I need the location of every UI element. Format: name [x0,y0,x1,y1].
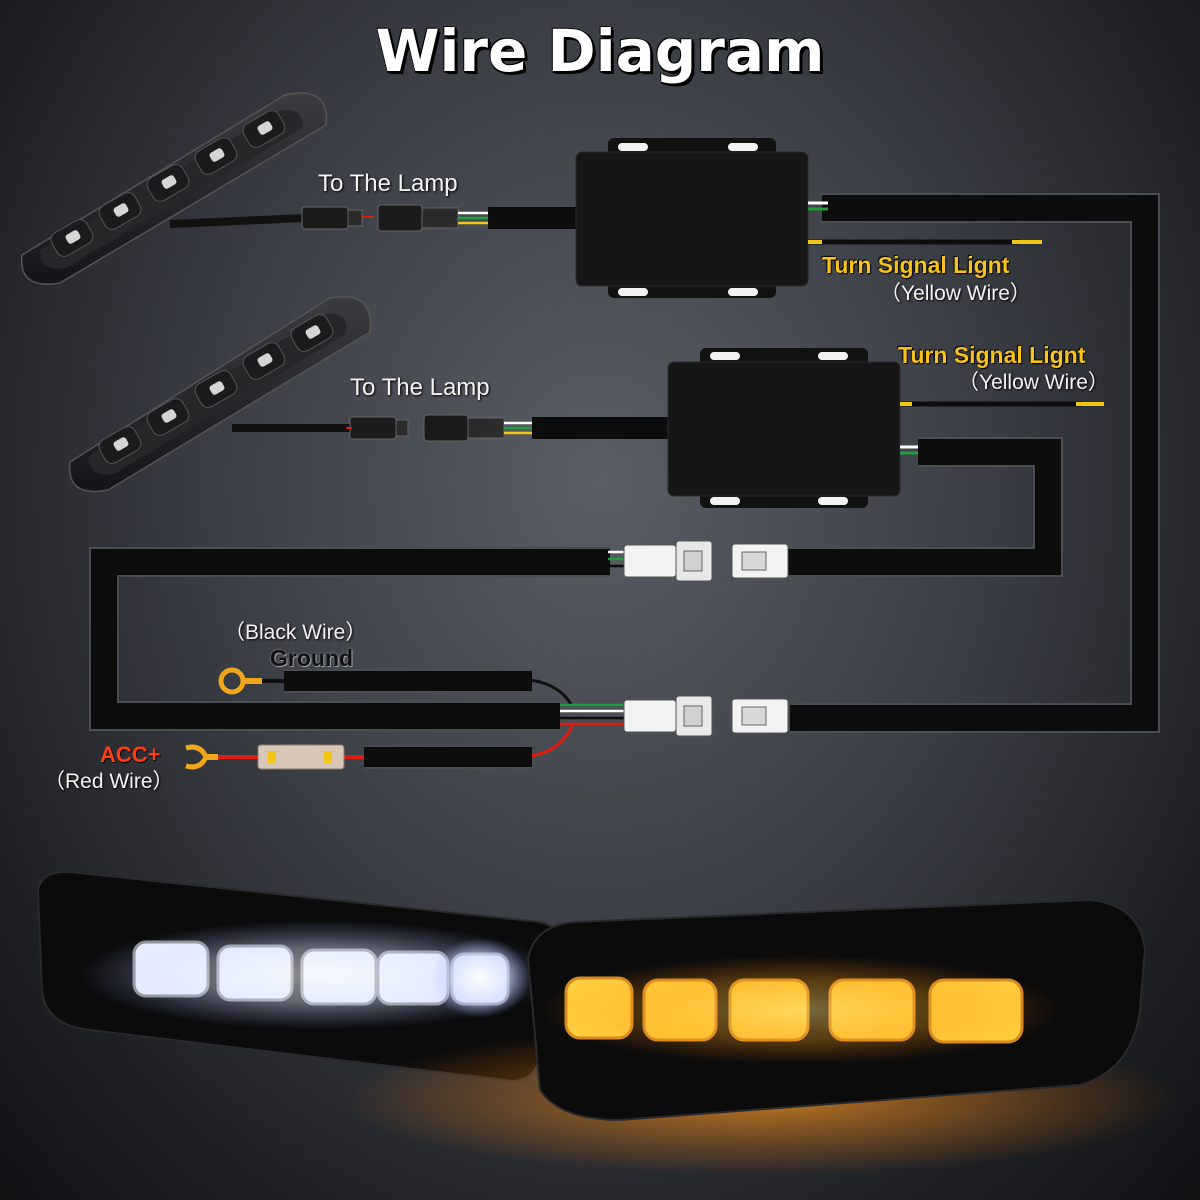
black-wire-label: （Black Wire） [224,621,367,644]
lamp-top-lead [169,214,306,228]
lamp-top [20,92,328,285]
page-title: Wire Diagram [375,17,825,85]
acc-label: ACC+ [100,742,161,767]
lamp-top-connector [301,204,578,232]
turn-signal-label-top: Turn Signal Lignt [822,252,1010,278]
ground-label: Ground [270,645,354,671]
power-harness [529,678,789,758]
yellow-wire-label-top: （Yellow Wire） [880,282,1031,305]
yellow-wire-label-bottom: （Yellow Wire） [958,371,1109,394]
control-box-top [575,138,1042,298]
lamp-bottom-connector [346,414,668,442]
fuse-holder-icon [257,744,345,770]
to-lamp-label-top: To The Lamp [318,170,458,197]
main-harness-loop [89,193,1160,733]
turn-signal-label-bottom: Turn Signal Lignt [898,342,1086,368]
lamp-bottom [68,296,372,493]
acc-spade-terminal-icon [185,744,218,770]
to-lamp-label-bottom: To The Lamp [350,374,490,401]
harness-connector-middle [608,540,789,582]
red-wire-label: （Red Wire） [44,770,174,793]
control-box-bottom [667,348,1104,508]
ground-ring-terminal-icon [218,667,262,695]
lit-drl-white-lamp [36,870,562,1082]
lit-drl-amber-lamp [340,898,1180,1175]
